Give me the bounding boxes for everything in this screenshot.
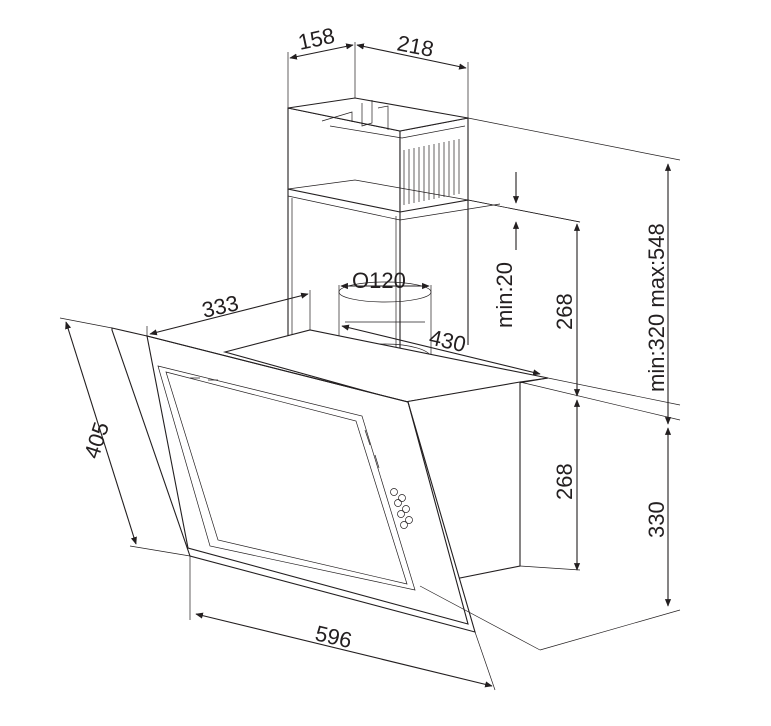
control-knobs: [390, 488, 413, 529]
chimney-vents: [403, 139, 460, 205]
label-total-height: 330: [644, 501, 669, 538]
label-upper-height: 268: [552, 293, 577, 330]
label-chimney-height-range: min:320 max:548: [644, 223, 669, 392]
label-side-offset: 333: [200, 290, 241, 323]
label-min-gap: min:20: [492, 262, 517, 328]
label-chimney-width: 218: [395, 30, 436, 62]
label-body-width: 430: [427, 325, 468, 358]
glass-panel: [111, 327, 476, 633]
label-glass-width: 596: [313, 621, 354, 654]
dimension-lines: [59, 42, 681, 691]
chimney-upper: [287, 97, 469, 213]
label-lower-height: 268: [552, 463, 577, 500]
label-glass-height: 405: [79, 419, 114, 462]
label-duct-diameter: O120: [352, 268, 406, 293]
